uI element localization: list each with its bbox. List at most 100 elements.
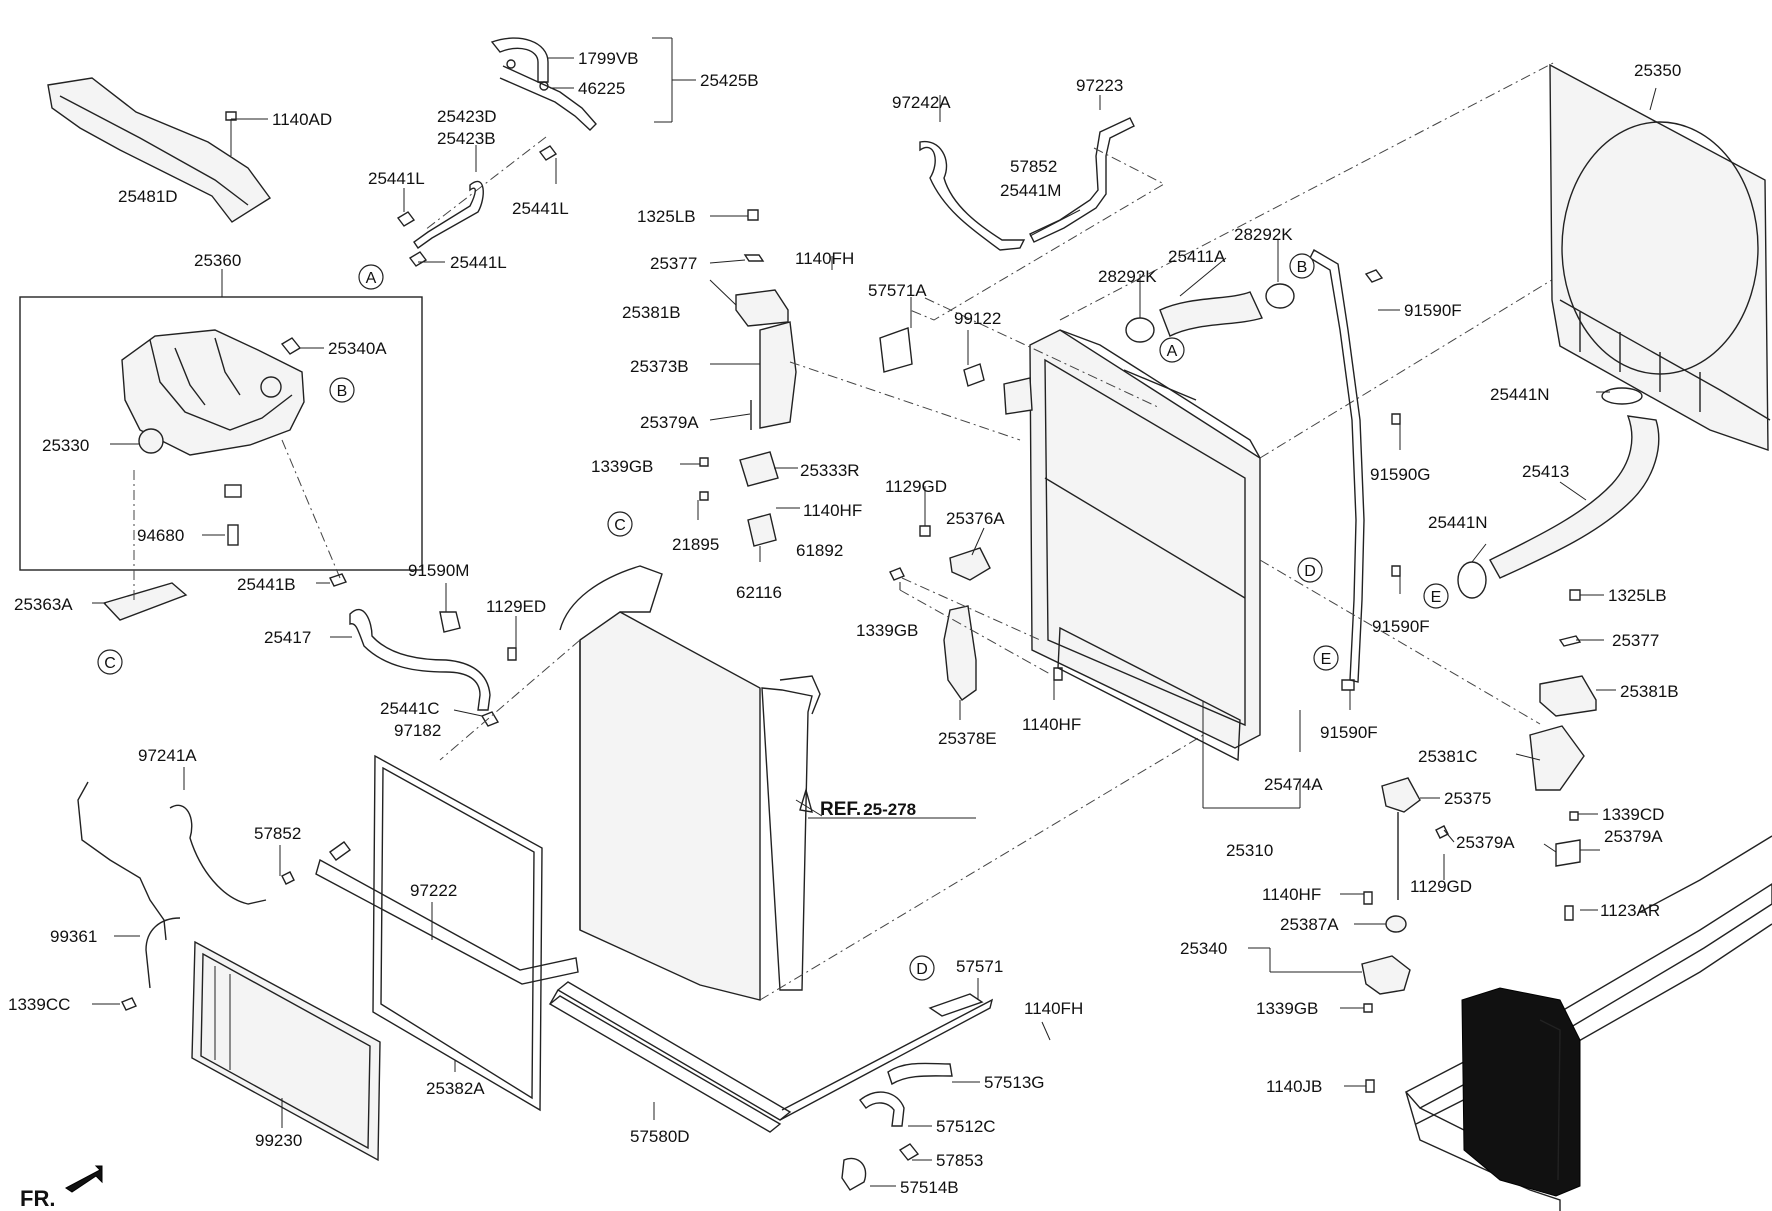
label-25340: 25340 [1180,939,1227,958]
radiator-support-bracket-part [879,327,1033,415]
label-99122: 99122 [954,309,1001,328]
label-25481D: 25481D [118,187,178,206]
callout-c-tank: C [97,649,123,675]
right-mount-stack-part [1259,559,1597,1093]
label-28292K-1: 28292K [1098,267,1157,286]
label-61892: 61892 [796,541,843,560]
label-57571A: 57571A [868,281,927,300]
label-25381C: 25381C [1418,747,1478,766]
label-1140HF-3: 1140HF [1262,885,1321,904]
label-25441L-2: 25441L [512,199,569,218]
label-25381B-2: 25381B [1620,682,1679,701]
fan-shroud-part [1549,63,1771,451]
transmission-hose-part [841,1062,953,1191]
label-91590G: 91590G [1370,465,1431,484]
label-25360: 25360 [194,251,241,270]
label-25373B: 25373B [630,357,689,376]
label-97223: 97223 [1076,76,1123,95]
label-1140FH-1: 1140FH [795,249,854,268]
svg-text:A: A [366,270,377,287]
label-1339CC: 1339CC [8,995,70,1014]
oil-cooler-part [548,981,994,1133]
label-25387A: 25387A [1280,915,1339,934]
label-1339GB-1: 1339GB [591,457,653,476]
label-25375: 25375 [1444,789,1491,808]
label-25330: 25330 [42,436,89,455]
label-97242A: 97242A [892,93,951,112]
label-1325LB-2: 1325LB [1608,586,1667,605]
label-25441L-3: 25441L [450,253,507,272]
label-25423B: 25423B [437,129,496,148]
label-25378E: 25378E [938,729,997,748]
label-1140HF-1: 1140HF [803,501,862,520]
intercooler-part [439,565,1221,1001]
label-1140HF-2: 1140HF [1022,715,1081,734]
callout-e-hose: E [1423,583,1449,609]
label-25377-1: 25377 [650,254,697,273]
leader-lines [92,37,1657,1187]
label-1129GD-2: 1129GD [1410,877,1472,896]
svg-text:C: C [104,655,116,672]
reservoir-bracket-part [102,439,347,621]
front-label: FR. [20,1186,55,1211]
label-25417: 25417 [264,628,311,647]
label-25333R: 25333R [800,461,860,480]
label-25382A: 25382A [426,1079,485,1098]
condenser-frame-part [315,754,579,1112]
label-25441M: 25441M [1000,181,1061,200]
label-46225: 46225 [578,79,625,98]
label-1339CD: 1339CD [1602,805,1664,824]
label-25379A-1: 25379A [640,413,699,432]
svg-text:D: D [1304,563,1316,580]
callout-d-radiator: D [1297,557,1323,583]
label-57571: 57571 [956,957,1003,976]
label-25441N-1: 25441N [1490,385,1550,404]
svg-text:D: D [916,961,928,978]
callout-a-radiator: A [1159,337,1185,363]
label-57852-2: 57852 [1010,157,1057,176]
mount-bracket-stack-part [699,209,1021,547]
svg-text:C: C [614,517,626,534]
label-25474A: 25474A [1264,775,1323,794]
label-91590F-2: 91590F [1372,617,1430,636]
label-91590M: 91590M [408,561,469,580]
part-number-labels: 1799VB 46225 25425B 1140AD 25481D 25423D… [8,49,1681,1211]
callout-c-intercooler: C [607,511,633,537]
label-57514B: 57514B [900,1178,959,1197]
label-1140FH-2: 1140FH [1024,999,1083,1018]
label-25379A-3: 25379A [1604,827,1663,846]
label-99230: 99230 [255,1131,302,1150]
front-direction-indicator [65,1165,103,1193]
callout-b-tank: B [329,377,355,403]
label-91590F-3: 91590F [1320,723,1378,742]
label-62116: 62116 [736,583,782,602]
label-25379A-2: 25379A [1456,833,1515,852]
label-25350: 25350 [1634,61,1681,80]
callout-e-radiator: E [1313,645,1339,671]
callout-b-radiator: B [1289,253,1315,279]
label-57853: 57853 [936,1151,983,1170]
reservoir-tank-part [121,329,305,546]
reservoir-group-box [19,269,423,571]
callout-d-cooler: D [909,955,935,981]
label-25376A: 25376A [946,509,1005,528]
upper-hose-assembly-part [424,37,597,231]
label-25363A: 25363A [14,595,73,614]
radiator-mount-part [889,525,1063,701]
label-1123AR: 1123AR [1600,901,1660,920]
label-1339GB-3: 1339GB [1256,999,1318,1018]
label-1140AD: 1140AD [272,110,332,129]
label-1129ED: 1129ED [486,597,546,616]
radiator-part [924,61,1556,809]
lower-radiator-hose-part [1457,387,1660,599]
svg-text:E: E [1321,651,1332,668]
label-57852-1: 57852 [254,824,301,843]
label-25441N-2: 25441N [1428,513,1488,532]
label-97182: 97182 [394,721,441,740]
svg-text:B: B [1297,259,1308,276]
label-25340A: 25340A [328,339,387,358]
reference-label: REF.25-278 [820,799,916,820]
label-91590F-1: 91590F [1404,301,1462,320]
label-1140JB: 1140JB [1266,1077,1322,1096]
label-25441L-1: 25441L [368,169,425,188]
